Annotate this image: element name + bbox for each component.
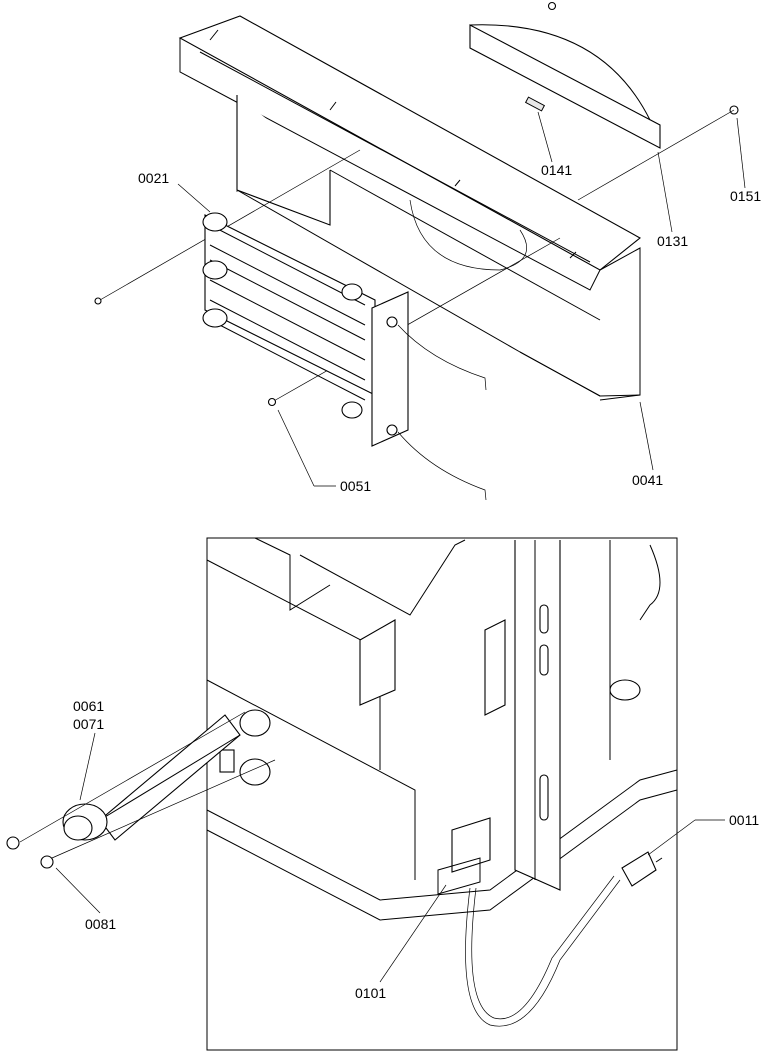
callout-0101: 0101 (355, 985, 386, 1001)
heater-element-0021 (202, 212, 487, 501)
screw-icon (94, 297, 102, 305)
heater-housing-assembly (94, 1, 739, 407)
callout-0141: 0141 (541, 162, 572, 178)
leader-lines (55, 111, 746, 983)
callout-0051: 0051 (340, 478, 371, 494)
screw-0081-icon (40, 855, 54, 869)
callout-0011: 0011 (729, 812, 759, 828)
screw-0051-icon (267, 397, 277, 407)
callout-0081: 0081 (85, 916, 116, 932)
callout-labels: 0021 0141 0151 0131 0051 0041 0061 0071 … (73, 162, 761, 1001)
callout-0071: 0071 (73, 716, 104, 732)
power-plug-icon (621, 851, 657, 887)
callout-0061: 0061 (73, 698, 104, 714)
unit-cabinet-view (206, 537, 678, 1051)
screw-icon (547, 1, 557, 11)
callout-0151: 0151 (730, 188, 761, 204)
part-0141-tag (524, 96, 546, 112)
callout-0131: 0131 (657, 233, 688, 249)
screw-icon (6, 836, 20, 850)
limit-switch-0061 (6, 711, 276, 869)
callout-0021: 0021 (138, 170, 169, 186)
callout-0041: 0041 (632, 472, 663, 488)
